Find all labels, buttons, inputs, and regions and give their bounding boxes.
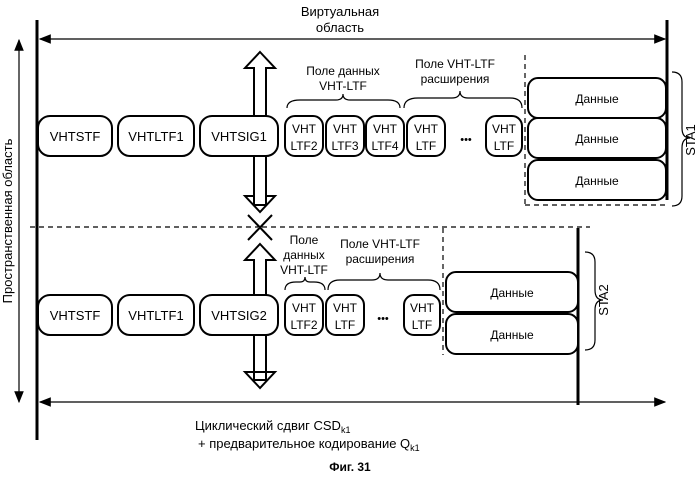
svg-text:VHT: VHT <box>292 301 317 315</box>
svg-text:VHTSIG2: VHTSIG2 <box>211 308 267 323</box>
cyclic-shift-label: Циклический сдвиг CSDk1 <box>195 418 350 435</box>
svg-text:LTF2: LTF2 <box>290 139 317 153</box>
svg-text:Данные: Данные <box>575 174 619 188</box>
top-block-vhtsig1: VHTSIG1 <box>200 116 278 156</box>
bottom-ltf-ext-2: VHT LTF <box>404 295 440 335</box>
top-ext-field-label-2: расширения <box>421 72 490 86</box>
svg-text:Данные: Данные <box>575 92 619 106</box>
bottom-ellipsis: ••• <box>377 313 389 325</box>
svg-text:VHT: VHT <box>292 122 317 136</box>
top-ltf-4: VHT LTF4 <box>366 116 404 156</box>
top-data-field-label-2: VHT-LTF <box>319 79 367 93</box>
bottom-ext-field-label-2: расширения <box>346 252 415 266</box>
bottom-block-vhtsig2: VHTSIG2 <box>200 295 278 335</box>
top-ltf-ext-2: VHT LTF <box>486 116 522 156</box>
bottom-block-vhtstf: VHTSTF <box>38 295 112 335</box>
virtual-area-label-1: Виртуальная <box>301 4 379 19</box>
bottom-ext-field-brace <box>328 273 440 290</box>
top-block-vhtstf: VHTSTF <box>38 116 112 156</box>
svg-text:VHT: VHT <box>414 122 439 136</box>
bottom-data-field-brace <box>285 277 325 290</box>
svg-text:LTF: LTF <box>412 318 432 332</box>
top-data-2: Данные <box>528 118 666 158</box>
svg-text:VHT: VHT <box>333 301 358 315</box>
svg-text:VHTLTF1: VHTLTF1 <box>128 129 183 144</box>
bottom-data-field-label-3: VHT-LTF <box>280 263 328 277</box>
precoding-label: + предварительное кодирование Qk1 <box>198 436 420 453</box>
figure-caption: Фиг. 31 <box>329 460 371 474</box>
bottom-ltf-2: VHT LTF2 <box>285 295 323 335</box>
svg-text:VHT: VHT <box>373 122 398 136</box>
svg-text:Данные: Данные <box>490 328 534 342</box>
top-data-3: Данные <box>528 160 666 200</box>
top-ltf-ext-1: VHT LTF <box>407 116 445 156</box>
svg-text:LTF4: LTF4 <box>371 139 398 153</box>
svg-text:LTF: LTF <box>416 139 436 153</box>
top-data-1: Данные <box>528 78 666 118</box>
top-ext-field-brace <box>404 91 522 108</box>
svg-text:VHT: VHT <box>492 122 517 136</box>
top-ext-field-label-1: Поле VHT-LTF <box>415 57 495 71</box>
svg-text:LTF3: LTF3 <box>331 139 358 153</box>
top-ltf-3: VHT LTF3 <box>326 116 364 156</box>
central-cross <box>248 215 272 240</box>
bottom-data-field-label-2: данных <box>283 248 325 262</box>
bottom-block-vhtltf1: VHTLTF1 <box>118 295 194 335</box>
svg-text:VHTLTF1: VHTLTF1 <box>128 308 183 323</box>
virtual-area-label-2: область <box>316 20 364 35</box>
spatial-area-label: Пространственная область <box>0 138 15 303</box>
svg-text:VHT: VHT <box>333 122 358 136</box>
bottom-ext-field-label-1: Поле VHT-LTF <box>340 237 420 251</box>
svg-text:VHTSTF: VHTSTF <box>50 308 101 323</box>
svg-text:VHT: VHT <box>410 301 435 315</box>
svg-text:Данные: Данные <box>575 132 619 146</box>
sta2-label: STA2 <box>596 284 611 316</box>
sta1-label: STA1 <box>683 124 698 156</box>
svg-text:LTF: LTF <box>335 318 355 332</box>
top-data-field-label-1: Поле данных <box>306 64 380 78</box>
bottom-data-field-label-1: Поле <box>290 233 319 247</box>
bottom-data-1: Данные <box>446 272 578 312</box>
svg-text:LTF: LTF <box>494 139 514 153</box>
bottom-data-2: Данные <box>446 314 578 354</box>
top-data-field-brace <box>287 94 400 108</box>
top-ellipsis: ••• <box>460 134 472 146</box>
svg-text:Данные: Данные <box>490 286 534 300</box>
svg-text:LTF2: LTF2 <box>290 318 317 332</box>
svg-text:VHTSTF: VHTSTF <box>50 129 101 144</box>
svg-text:VHTSIG1: VHTSIG1 <box>211 129 267 144</box>
top-ltf-2: VHT LTF2 <box>285 116 323 156</box>
top-block-vhtltf1: VHTLTF1 <box>118 116 194 156</box>
bottom-ltf-ext-1: VHT LTF <box>326 295 364 335</box>
